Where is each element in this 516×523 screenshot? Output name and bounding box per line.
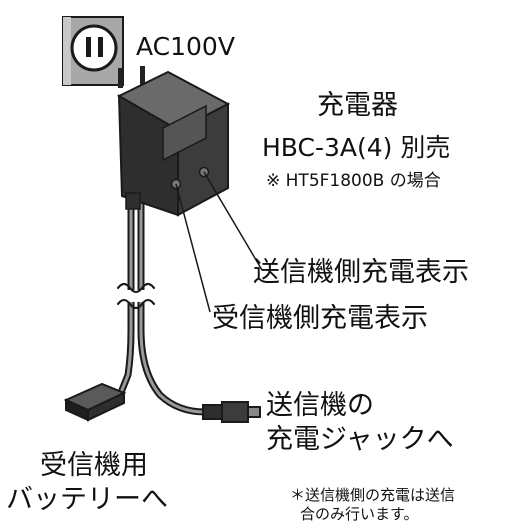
charger-title: 充電器 (317, 90, 398, 121)
wall-outlet-icon (62, 16, 124, 86)
battery-connector-icon (63, 382, 127, 422)
rx-indicator-label: 受信機側充電表示 (212, 303, 428, 334)
plug-prongs (118, 66, 145, 88)
tx-jack-label-line1: 送信機の (266, 390, 374, 421)
indicator-leader-lines (175, 171, 263, 313)
power-label: AC100V (136, 32, 235, 61)
charger-note: ※ HT5F1800B の場合 (266, 171, 441, 191)
footnote-line2: 合のみ行います。 (300, 505, 419, 523)
ac-adapter-charger-icon (116, 70, 231, 217)
rx-battery-label-line2: バッテリーへ (6, 484, 168, 515)
dc-jack-plug-icon (202, 401, 261, 423)
tx-jack-label-line2: 充電ジャックへ (266, 424, 454, 455)
charger-cables (114, 201, 209, 416)
footnote-line1: ＊送信機側の充電は送信 (290, 486, 456, 504)
rx-battery-label-line1: 受信機用 (40, 450, 148, 481)
tx-indicator-label: 送信機側充電表示 (253, 257, 469, 288)
charger-model: HBC-3A(4) 別売 (262, 133, 451, 162)
